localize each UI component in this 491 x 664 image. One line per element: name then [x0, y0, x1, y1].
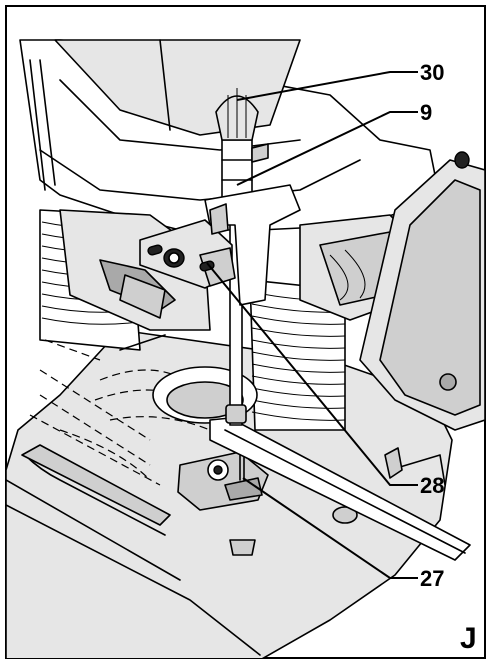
callout-27: 27 — [420, 566, 444, 591]
callout-28: 28 — [420, 473, 444, 498]
callout-9: 9 — [420, 100, 432, 125]
depth-stop-clamp — [139, 184, 301, 306]
side-handle — [299, 151, 485, 431]
callout-30: 30 — [420, 60, 444, 85]
depth-stop-rod — [215, 88, 269, 426]
figure-letter: J — [460, 622, 477, 655]
leader-lines — [206, 71, 418, 579]
